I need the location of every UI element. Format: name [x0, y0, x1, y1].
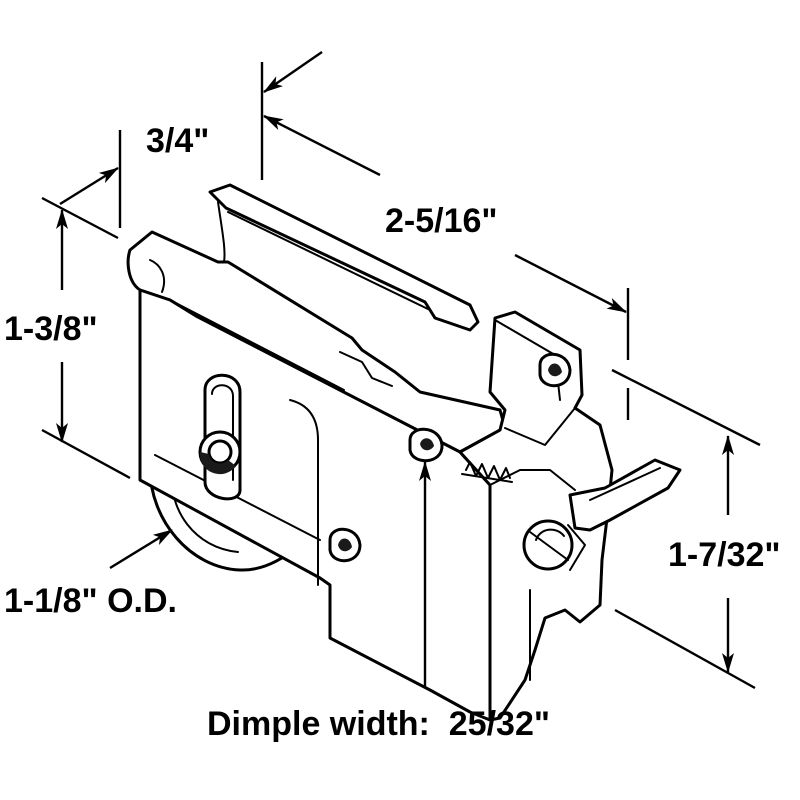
label-height-left: 1-3/8" [4, 310, 98, 348]
label-width: 3/4" [146, 122, 209, 160]
dim-wheel-arrow [109, 528, 173, 570]
spring [461, 461, 513, 483]
adjustment-slot [198, 373, 242, 501]
dim-height-right [611, 368, 761, 690]
roller-part [126, 183, 682, 722]
label-dimple-width: Dimple width: 25/32" [207, 705, 550, 743]
label-length: 2-5/16" [385, 202, 498, 240]
dim-length [263, 114, 630, 420]
label-height-right: 1-7/32" [668, 536, 781, 574]
dimension-lines [41, 51, 761, 690]
tension-tab [522, 458, 682, 571]
dimension-labels: 3/4" 2-5/16" 1-3/8" 1-7/32" 1-1/8" O.D. … [4, 122, 781, 743]
dim-width [59, 51, 323, 228]
label-wheel-od: 1-1/8" O.D. [4, 582, 177, 620]
dimples [328, 352, 572, 563]
dim-height-left [41, 196, 131, 480]
top-rail [208, 183, 480, 332]
